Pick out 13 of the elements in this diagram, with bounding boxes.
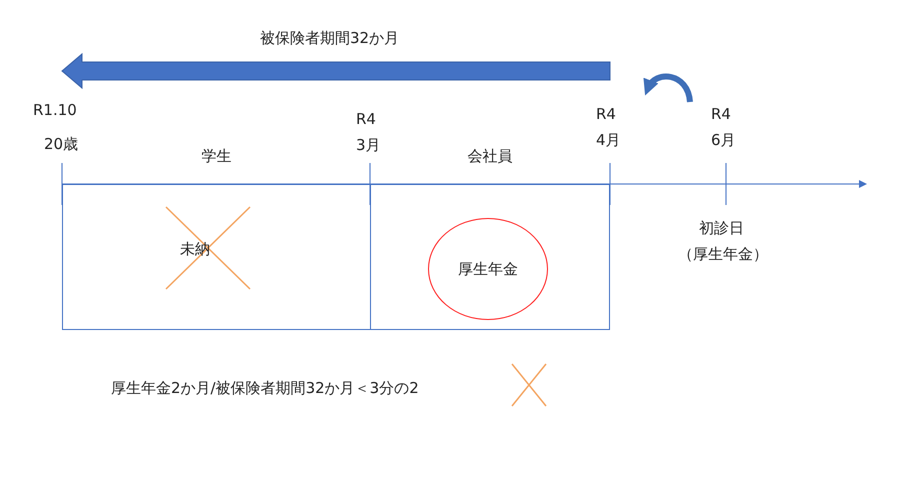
period-heading: 会社員 (468, 146, 512, 166)
event-label: 初診日 (699, 218, 744, 238)
date-label: R4 6月 (711, 104, 737, 151)
age-label: 20歳 (44, 134, 78, 154)
period-heading: 学生 (202, 146, 232, 166)
date-label: R4 4月 (596, 104, 622, 151)
span-label: 被保険者期間32か月 (260, 28, 400, 48)
event-label: （厚生年金） (678, 244, 768, 264)
date-label: R1.10 (33, 100, 77, 120)
date-label: R4 3月 (356, 109, 382, 156)
ellipse-node (428, 218, 548, 320)
formula-text: 厚生年金2か月/被保険者期間32か月＜3分の2 (111, 378, 419, 398)
node-text: 厚生年金 (458, 260, 518, 278)
